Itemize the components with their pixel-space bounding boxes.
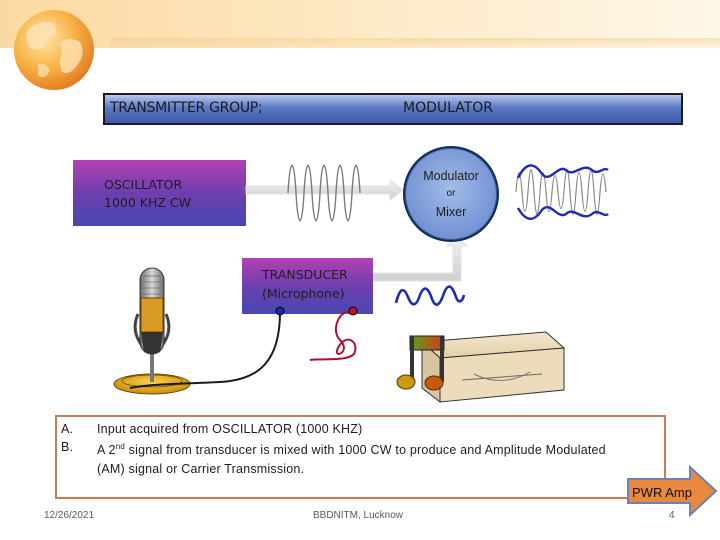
transducer-label-line1: TRANSDUCER (262, 267, 348, 282)
note-b-marker: B. (61, 440, 74, 454)
pwr-amp-label[interactable]: PWR Amp (632, 485, 692, 500)
transducer-to-mod-arrow (372, 235, 469, 282)
notes-box (55, 415, 666, 499)
footer-page-number: 4 (669, 510, 675, 521)
oscillator-box (73, 160, 246, 226)
osc-to-mod-arrow (245, 178, 404, 202)
modulator-circle (403, 146, 499, 242)
title-modulator: MODULATOR (403, 100, 494, 116)
transducer-box (242, 258, 373, 314)
modulator-label: Modulator or Mixer (405, 167, 497, 221)
note-b-superscript: nd (115, 441, 125, 451)
title-transmitter-group: TRANSMITTER GROUP; (110, 100, 263, 116)
note-b-text: A 2nd signal from transducer is mixed wi… (97, 441, 627, 479)
transducer-label-line2: (Microphone) (262, 286, 345, 301)
globe-icon (14, 10, 94, 90)
transducer-label: TRANSDUCER (Microphone) (262, 265, 348, 303)
modulator-label-line1: Modulator (423, 169, 479, 183)
microphone-cables (129, 306, 358, 389)
oscillator-label-line2: 1000 KHZ CW (104, 195, 192, 210)
modulator-label-line2: or (446, 188, 456, 199)
footer-date: 12/26/2021 (44, 510, 95, 521)
microphone-icon (113, 267, 191, 395)
note-a-marker: A. (61, 422, 74, 436)
header-band (0, 0, 720, 48)
note-a-text: Input acquired from OSCILLATOR (1000 KHZ… (97, 422, 363, 436)
title-bar (103, 93, 683, 125)
am-output-wave (515, 164, 609, 220)
pwr-amp-arrow-icon[interactable] (626, 465, 720, 517)
music-note-icon (396, 335, 445, 391)
note-b-prefix: A 2 (97, 443, 116, 457)
oscillator-label: OSCILLATOR 1000 KHZ CW (104, 176, 191, 212)
audio-wave (394, 285, 466, 306)
note-b-suffix: signal from transducer is mixed with 100… (97, 443, 606, 476)
footer-institution: BBDNITM, Lucknow (313, 510, 404, 521)
oscillator-label-line1: OSCILLATOR (104, 177, 183, 192)
carrier-wave (287, 164, 361, 222)
header-band-shadow (110, 38, 720, 50)
modulator-label-line3: Mixer (435, 205, 467, 219)
